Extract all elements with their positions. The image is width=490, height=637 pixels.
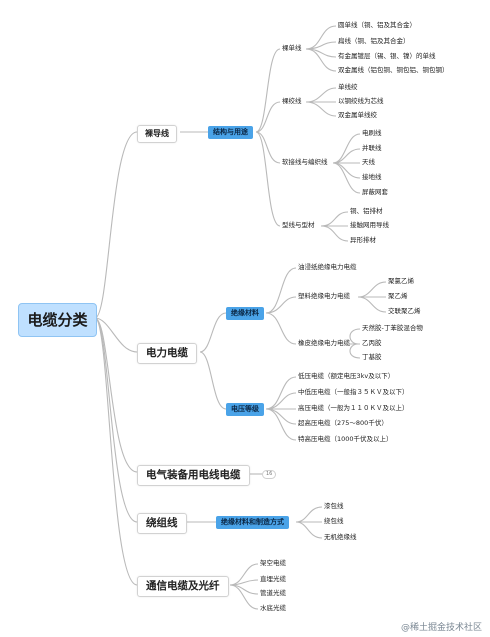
leaf-item[interactable]: 双金属单线绞 bbox=[338, 111, 377, 119]
leaf-item[interactable]: 特高压电缆（1000千伏及以上） bbox=[298, 435, 393, 443]
collapsed-count-badge[interactable]: 16 bbox=[262, 470, 277, 479]
watermark: @稀土掘金技术社区 bbox=[400, 623, 482, 633]
category-insulation-manufacturing[interactable]: 绝缘材料和制造方式 bbox=[216, 516, 289, 529]
group-soft-braided[interactable]: 软接线与编织线 bbox=[282, 158, 328, 166]
leaf-item[interactable]: 架空电缆 bbox=[260, 559, 286, 567]
branch-bare-conductor[interactable]: 裸导线 bbox=[137, 125, 177, 143]
leaf-item[interactable]: 聚氯乙烯 bbox=[388, 277, 414, 285]
group-plastic[interactable]: 塑料绝缘电力电缆 bbox=[298, 292, 350, 300]
leaf-item[interactable]: 异形排材 bbox=[350, 236, 376, 244]
leaf-item[interactable]: 低压电缆（额定电压3kv及以下） bbox=[298, 372, 395, 380]
leaf-item[interactable]: 直埋光缆 bbox=[260, 575, 286, 583]
group-bare-stranded[interactable]: 裸绞线 bbox=[282, 97, 302, 105]
branch-power-cable[interactable]: 电力电缆 bbox=[137, 343, 197, 364]
leaf-item[interactable]: 扁线（铜、铝及其合金） bbox=[338, 37, 410, 45]
leaf-item[interactable]: 接触网用导线 bbox=[350, 221, 389, 229]
leaf-item[interactable]: 天然胶-丁苯胶混合物 bbox=[362, 324, 423, 332]
category-insulation[interactable]: 绝缘材料 bbox=[226, 307, 264, 320]
branch-winding-wire[interactable]: 绕组线 bbox=[137, 513, 187, 534]
leaf-item[interactable]: 天线 bbox=[362, 158, 375, 166]
leaf-item[interactable]: 丁基胶 bbox=[362, 353, 382, 361]
leaf-item[interactable]: 高压电缆（一般为１１０ＫＶ及以上） bbox=[298, 404, 409, 412]
branch-equipment-cable[interactable]: 电气装备用电线电缆 bbox=[137, 465, 250, 486]
leaf-item[interactable]: 聚乙烯 bbox=[388, 292, 408, 300]
leaf-item[interactable]: 以钢绞线为芯线 bbox=[338, 97, 384, 105]
leaf-item[interactable]: 中低压电缆（一般指３５ＫＶ及以下） bbox=[298, 388, 409, 396]
leaf-item[interactable]: 绕包线 bbox=[324, 517, 344, 525]
leaf-item[interactable]: 管道光缆 bbox=[260, 589, 286, 597]
leaf-item[interactable]: 水底光缆 bbox=[260, 604, 286, 612]
group-bare-single[interactable]: 裸单线 bbox=[282, 44, 302, 52]
leaf-item[interactable]: 双金属线（铝包铜、铜包铝、铜包钢） bbox=[338, 66, 449, 74]
leaf-item[interactable]: 屏蔽网套 bbox=[362, 188, 388, 196]
category-voltage-level[interactable]: 电压等级 bbox=[226, 403, 264, 416]
branch-comm-cable[interactable]: 通信电缆及光纤 bbox=[137, 576, 229, 597]
group-oil-paper[interactable]: 油浸纸绝缘电力电缆 bbox=[298, 263, 357, 271]
leaf-item[interactable]: 有金属镀层（锡、银、镍）的单线 bbox=[338, 52, 436, 60]
category-structure-usage[interactable]: 结构与用途 bbox=[208, 126, 253, 139]
group-profile[interactable]: 型线与型材 bbox=[282, 221, 315, 229]
leaf-item[interactable]: 乙丙胶 bbox=[362, 339, 382, 347]
leaf-item[interactable]: 圆单线（铜、铝及其合金） bbox=[338, 21, 416, 29]
leaf-item[interactable]: 单线绞 bbox=[338, 83, 358, 91]
leaf-item[interactable]: 铜、铝排材 bbox=[350, 207, 383, 215]
leaf-item[interactable]: 交联聚乙烯 bbox=[388, 307, 421, 315]
leaf-item[interactable]: 并联线 bbox=[362, 144, 382, 152]
leaf-item[interactable]: 接地线 bbox=[362, 173, 382, 181]
leaf-item[interactable]: 超高压电缆（275～800千伏） bbox=[298, 419, 388, 427]
leaf-item[interactable]: 无机绝缘线 bbox=[324, 533, 357, 541]
group-rubber[interactable]: 橡皮绝缘电力电缆 bbox=[298, 339, 350, 347]
root-node[interactable]: 电缆分类 bbox=[18, 303, 97, 337]
leaf-item[interactable]: 电刷线 bbox=[362, 129, 382, 137]
leaf-item[interactable]: 漆包线 bbox=[324, 502, 344, 510]
